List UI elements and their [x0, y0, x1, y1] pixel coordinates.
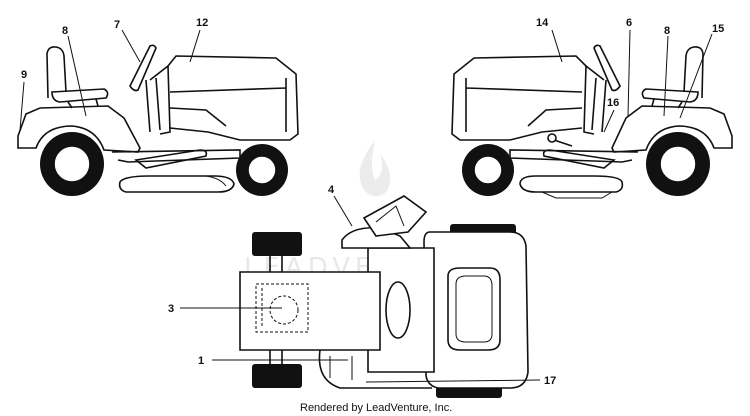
callout-16: 16 [607, 97, 619, 109]
callout-17: 17 [544, 375, 556, 387]
seat-cushion [51, 88, 109, 103]
leader-17 [365, 379, 541, 383]
callout-8-left: 8 [62, 25, 68, 37]
bottom-fender [318, 349, 432, 389]
dash-panel [149, 64, 171, 135]
callout-1: 1 [198, 355, 204, 367]
tractor-top-view: 4 3 1 17 [168, 184, 556, 398]
hood-top [423, 231, 529, 389]
tractor-right-side-view: 14 6 8 15 16 [451, 17, 733, 199]
leader-15 [679, 33, 713, 119]
render-credit: Rendered by LeadVenture, Inc. [300, 402, 452, 414]
dash-panel [583, 64, 605, 135]
lift-lever-knob [547, 133, 557, 143]
steering-column [145, 77, 161, 133]
steering-wheel-top [385, 281, 411, 339]
frame [111, 149, 241, 163]
seat-back-top [362, 195, 428, 237]
callout-14: 14 [536, 17, 549, 29]
leader-12 [189, 29, 201, 63]
rear-fender [17, 105, 141, 153]
hood-crease [465, 78, 583, 132]
mower-deck [118, 175, 235, 193]
frame [509, 149, 639, 163]
seat-top [341, 226, 412, 249]
leader-7 [121, 29, 141, 63]
grille-inner [455, 275, 493, 343]
callout-12: 12 [196, 17, 208, 29]
brake-pedal [542, 149, 616, 169]
front-tire-bottom [436, 386, 502, 398]
mower-deck [519, 175, 624, 193]
callout-9: 9 [21, 69, 27, 81]
seat-back [683, 46, 704, 99]
callout-3: 3 [168, 303, 174, 315]
rear-axle [269, 256, 283, 364]
rear-wheel-bottom [252, 364, 302, 388]
leader-8-left [67, 35, 87, 117]
rear-fender [611, 105, 733, 153]
callout-6: 6 [626, 17, 632, 29]
leader-9 [19, 81, 25, 131]
deck-skirt [541, 191, 613, 199]
front-wheel-hub [473, 155, 503, 185]
leader-8-right [663, 35, 669, 117]
callout-4: 4 [328, 184, 335, 196]
callout-7: 7 [114, 19, 120, 31]
front-wheel-hub [247, 155, 277, 185]
callout-15: 15 [712, 23, 724, 35]
leader-4 [333, 195, 353, 227]
callout-8-right: 8 [664, 25, 670, 37]
seat-back-detail [375, 205, 405, 227]
rear-wheel-hub [659, 145, 697, 183]
leader-14 [551, 29, 563, 63]
hood [167, 55, 299, 141]
brake-pedal [134, 149, 208, 169]
rear-wheel-hub [53, 145, 91, 183]
rear-body-top [239, 271, 381, 351]
tractor-left-side-view: 9 8 7 12 [17, 17, 299, 196]
fuel-cap-location [269, 295, 299, 325]
steering-wheel [593, 44, 621, 92]
leader-16 [603, 109, 615, 133]
rear-wheel-top [252, 232, 302, 256]
deck-chute [205, 175, 227, 187]
steering-column [591, 77, 607, 133]
seat-back [46, 46, 67, 99]
leader-6 [627, 29, 631, 117]
watermark-flame-icon [359, 140, 391, 197]
grille-outline [447, 267, 501, 351]
steering-wheel [129, 44, 157, 92]
hood [451, 55, 587, 141]
seat-cushion [641, 88, 699, 103]
hood-crease [169, 78, 287, 132]
